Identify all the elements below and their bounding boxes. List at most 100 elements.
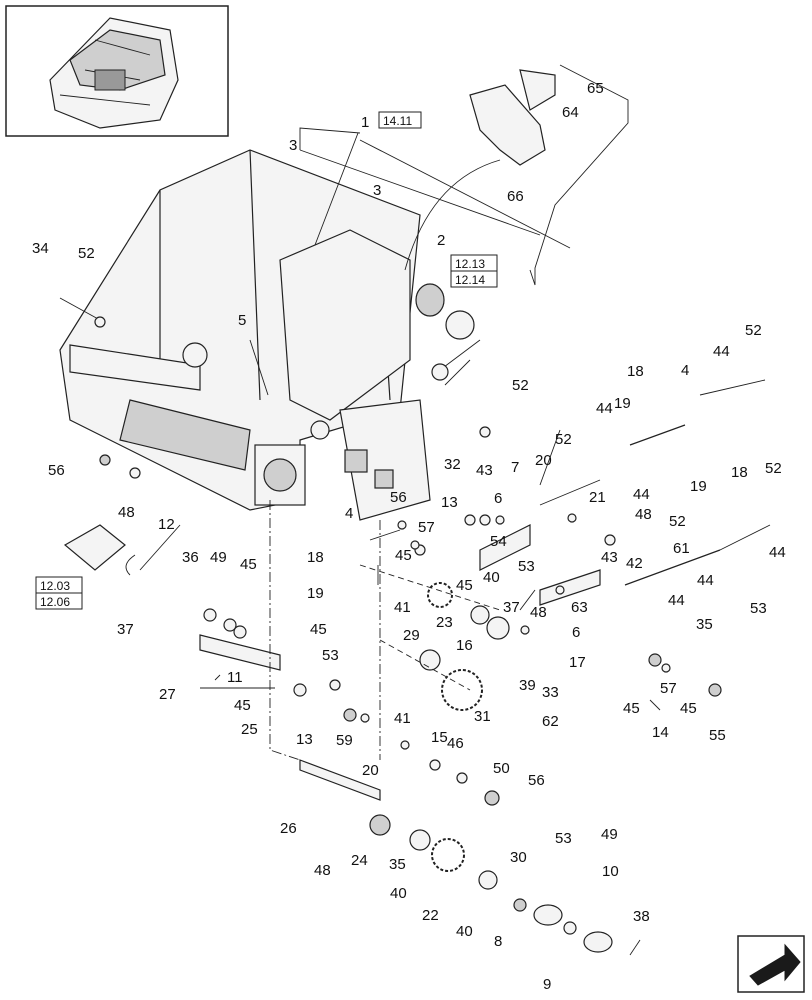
callout-36: 36 (182, 549, 199, 566)
callout-25: 25 (241, 721, 258, 738)
baler-frame (59, 149, 431, 521)
callout-57a: 61 (673, 540, 690, 557)
callout-6b: 6 (572, 624, 580, 641)
callout-1: 1 (361, 114, 369, 131)
callout-56b: 57 (660, 680, 677, 697)
callout-11: 11 (227, 669, 243, 686)
callout-38: 38 (633, 908, 650, 925)
callout-52g: 53 (322, 647, 339, 664)
callout-14: 14 (652, 724, 669, 741)
callout-23: 23 (436, 614, 453, 631)
callout-56c: 59 (336, 732, 353, 749)
callout-50: 52 (78, 245, 95, 262)
callout-30: 30 (510, 849, 527, 866)
callout-48d: 49 (601, 826, 618, 843)
callout-13b: 13 (296, 731, 313, 748)
callout-41a: 41 (394, 599, 411, 616)
callout-56a: 57 (418, 519, 435, 536)
callout-44a: 44 (713, 343, 730, 360)
callout-53d: 56 (528, 772, 545, 789)
callout-32: 32 (444, 456, 461, 473)
callout-42: 42 (626, 555, 643, 572)
callout-52c: 52 (555, 431, 572, 448)
shaft-assemblies-right (419, 379, 771, 711)
callout-16: 16 (456, 637, 473, 654)
callout-35a: 35 (696, 616, 713, 633)
callout-2: 2 (437, 232, 445, 249)
callout-44g: 45 (310, 621, 327, 638)
callout-55: 56 (390, 489, 407, 506)
ref-12-06: 12.06 (40, 595, 70, 609)
callout-44b: 44 (596, 400, 613, 417)
callout-44c: 44 (633, 486, 650, 503)
callout-15: 15 (431, 729, 448, 746)
callout-26: 26 (280, 820, 297, 837)
callout-52f: 53 (750, 600, 767, 617)
callout-13a: 13 (441, 494, 458, 511)
callout-12: 12 (158, 516, 175, 533)
ref-14-11: 14.11 (383, 114, 412, 128)
callout-31: 31 (474, 708, 491, 725)
lower-shaft-assembly (199, 500, 641, 956)
callout-52b: 52 (512, 377, 529, 394)
callout-7: 7 (511, 459, 519, 476)
callout-27: 27 (159, 686, 176, 703)
callout-45f: 45 (680, 700, 697, 717)
callout-53c: 55 (709, 727, 726, 744)
callout-52d: 52 (765, 460, 782, 477)
callout-34: 34 (32, 240, 49, 257)
callout-6a: 6 (494, 490, 502, 507)
reference-boxes: 14.11 12.13 12.14 12.03 12.06 (35, 111, 498, 610)
callout-44f: 44 (668, 592, 685, 609)
callout-62: 65 (587, 80, 604, 97)
callout-labels: 1 2 3 3 4 4 5 6 6 7 8 9 10 11 12 13 13 1… (32, 80, 786, 993)
callout-18a: 18 (627, 363, 644, 380)
callout-18c: 18 (307, 549, 324, 566)
overview-thumbnail (5, 5, 229, 137)
callout-59: 63 (571, 599, 588, 616)
callout-19a: 19 (614, 395, 631, 412)
callout-3b: 3 (373, 182, 381, 199)
callout-45g: 46 (447, 735, 464, 752)
callout-57b: 62 (542, 713, 559, 730)
callout-5: 5 (238, 312, 246, 329)
callout-8: 8 (494, 933, 502, 950)
callout-9: 9 (543, 976, 551, 993)
callout-3a: 3 (289, 137, 297, 154)
callout-52e: 52 (669, 513, 686, 530)
callout-40b: 40 (390, 885, 407, 902)
callout-45d: 45 (234, 697, 251, 714)
callout-44e: 44 (697, 572, 714, 589)
callout-41b: 41 (394, 710, 411, 727)
callout-43a: 43 (476, 462, 493, 479)
bearing-sprocket-assembly (415, 283, 481, 386)
callout-24: 24 (351, 852, 368, 869)
callout-49a: 49 (210, 549, 227, 566)
callout-18b: 18 (731, 464, 748, 481)
callout-4b: 4 (345, 505, 353, 522)
callout-63: 66 (507, 188, 524, 205)
callout-46: 48 (314, 862, 331, 879)
next-page-arrow-icon[interactable] (737, 935, 805, 993)
callout-45a: 45 (240, 556, 257, 573)
callout-20b: 20 (362, 762, 379, 779)
callout-43b: 43 (601, 549, 618, 566)
callout-21: 21 (589, 489, 606, 506)
callout-52h: 53 (555, 830, 572, 847)
ref-12-14: 12.14 (455, 273, 485, 287)
callout-53a: 53 (518, 558, 535, 575)
callout-37b: 37 (503, 599, 520, 616)
callout-48b: 48 (635, 506, 652, 523)
callout-17: 17 (569, 654, 586, 671)
callout-4a: 4 (681, 362, 689, 379)
callout-53b: 54 (490, 533, 507, 550)
callout-33: 33 (542, 684, 559, 701)
callout-48c: 48 (530, 604, 547, 621)
ref-12-03: 12.03 (40, 579, 70, 593)
callout-39: 39 (519, 677, 536, 694)
callout-61: 64 (562, 104, 579, 121)
misc-parts (59, 297, 671, 806)
bracket-assembly (404, 69, 556, 271)
callout-45b: 45 (395, 547, 412, 564)
callout-35b: 35 (389, 856, 406, 873)
